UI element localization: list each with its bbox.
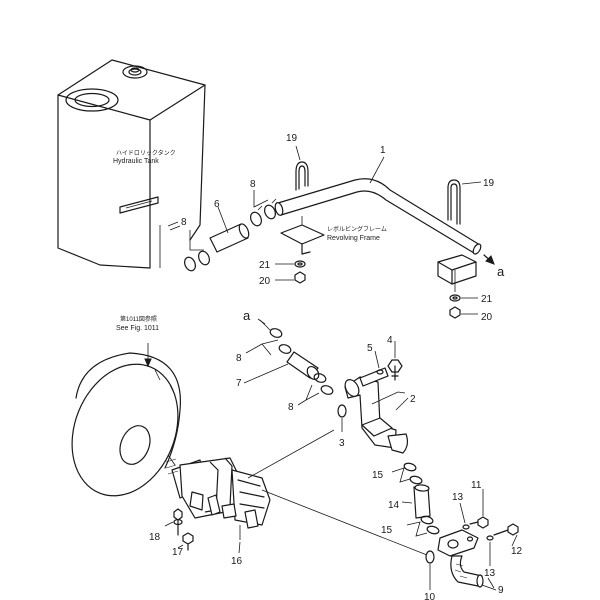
callout-8-left: 8 (181, 217, 187, 228)
flywheel-housing: 第1011図参照 See Fig. 1011 (71, 315, 181, 497)
o-ring-10 (425, 550, 435, 590)
callout-18: 18 (149, 532, 161, 543)
see-fig-label: See Fig. 1011 (116, 325, 159, 332)
callout-12: 12 (511, 546, 523, 557)
callout-14: 14 (388, 500, 400, 511)
hose-14-assembly (391, 462, 440, 537)
elbow-2 (344, 367, 409, 454)
revolving-frame-label: Revolving Frame (327, 235, 380, 242)
elbow-9 (437, 529, 484, 588)
hose-7-assembly (245, 319, 334, 406)
hydraulic-tank-jp-label: ハイドロリックタンク (116, 149, 176, 157)
callout-20-right: 20 (481, 312, 493, 323)
callout-10: 10 (424, 592, 436, 600)
hydraulic-tank: ハイドロリックタンク Hydraulic Tank (57, 59, 206, 269)
callout-8-lower: 8 (288, 402, 294, 413)
connector-a-label-right: a (497, 264, 505, 279)
revolving-frame-jp-label: レボルビングフレーム (327, 225, 387, 233)
callout-19-left: 19 (286, 133, 298, 144)
bolt-4-assembly (374, 341, 403, 381)
callout-15-lower: 15 (381, 525, 393, 536)
callout-13-upper: 13 (452, 492, 464, 503)
callout-8-right: 8 (250, 179, 256, 190)
hydraulic-pump-16 (165, 429, 428, 556)
bolt-17-assembly (164, 508, 194, 551)
callout-1: 1 (380, 145, 386, 156)
connector-a-label-left: a (243, 308, 251, 323)
callout-9: 9 (498, 585, 504, 596)
callout-20-left: 20 (259, 276, 271, 287)
callout-15-upper: 15 (372, 470, 384, 481)
hydraulic-tank-label: Hydraulic Tank (113, 158, 159, 165)
hose-6-assembly (184, 190, 277, 272)
bolts-11-12-assembly (459, 489, 519, 589)
callout-8-upper: 8 (236, 353, 242, 364)
callout-3: 3 (339, 438, 345, 449)
callout-13-lower: 13 (484, 568, 496, 579)
callout-17: 17 (172, 547, 184, 558)
callout-21-right: 21 (481, 294, 493, 305)
callout-19-right: 19 (483, 178, 495, 189)
callout-4: 4 (387, 335, 393, 346)
pipe-1 (274, 161, 482, 255)
washers-and-nuts (275, 260, 478, 319)
connector-a-arrow (257, 254, 495, 325)
mounting-brackets: レボルビングフレーム Revolving Frame (280, 216, 477, 292)
callout-21-left: 21 (259, 260, 271, 271)
callout-6: 6 (214, 199, 220, 210)
o-ring-3 (337, 404, 347, 432)
callout-11: 11 (471, 480, 482, 491)
callout-16: 16 (231, 556, 243, 567)
part-number-callouts: 1 2 3 4 5 6 7 8 8 8 8 9 10 11 12 13 13 1… (149, 133, 523, 600)
callout-5: 5 (367, 343, 373, 354)
callout-7: 7 (236, 378, 242, 389)
callout-2: 2 (410, 394, 416, 405)
see-fig-jp-label: 第1011図参照 (120, 315, 157, 323)
